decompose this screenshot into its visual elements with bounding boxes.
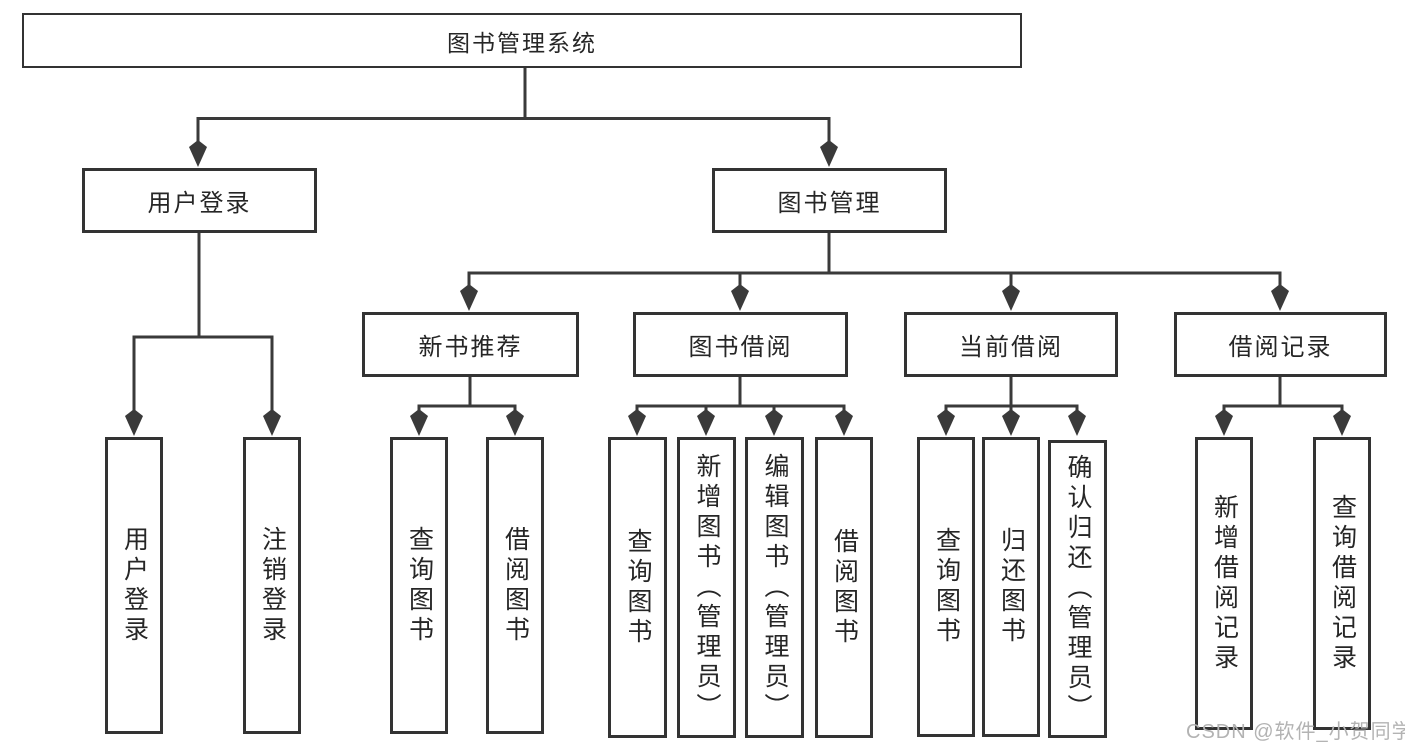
leaf-confirm-return-admin: 确认归还（管理员） <box>1048 440 1107 738</box>
node-root: 图书管理系统 <box>22 13 1022 68</box>
leaf-label: 查询图书 <box>624 527 652 648</box>
node-new-book-recommend: 新书推荐 <box>362 312 579 377</box>
leaf-borrow-books-1: 借阅图书 <box>486 437 544 734</box>
leaf-label: 查询图书 <box>932 527 961 647</box>
leaf-borrow-books-2: 借阅图书 <box>815 437 873 738</box>
leaf-label: 查询借阅记录 <box>1328 493 1357 674</box>
node-book-borrowing: 图书借阅 <box>633 312 848 377</box>
leaf-query-books-2: 查询图书 <box>608 437 667 738</box>
node-user-login: 用户登录 <box>82 168 317 233</box>
leaf-query-books-1: 查询图书 <box>390 437 448 734</box>
leaf-label: 查询图书 <box>405 525 434 646</box>
leaf-label: 新增借阅记录 <box>1210 493 1239 674</box>
leaf-user-login: 用户登录 <box>105 437 163 734</box>
node-current-borrowing: 当前借阅 <box>904 312 1118 377</box>
leaf-query-books-3: 查询图书 <box>917 437 975 737</box>
leaf-label: 归还图书 <box>997 527 1026 647</box>
arrowhead-icons <box>125 140 1351 436</box>
csdn-watermark: CSDN @软件_小贺同学 <box>1186 721 1405 743</box>
leaf-label: 确认归还（管理员） <box>1064 454 1092 724</box>
leaf-edit-books-admin: 编辑图书（管理员） <box>745 437 804 738</box>
leaf-label: 借阅图书 <box>501 525 530 646</box>
leaf-label: 借阅图书 <box>830 527 859 648</box>
leaf-label: 新增图书（管理员） <box>693 452 721 723</box>
leaf-label: 注销登录 <box>258 525 287 646</box>
leaf-label: 用户登录 <box>120 525 149 646</box>
leaf-label: 编辑图书（管理员） <box>761 452 789 723</box>
node-borrowing-records: 借阅记录 <box>1174 312 1387 377</box>
leaf-query-borrow-record: 查询借阅记录 <box>1313 437 1371 730</box>
leaf-add-borrow-record: 新增借阅记录 <box>1195 437 1253 730</box>
leaf-return-books: 归还图书 <box>982 437 1040 737</box>
leaf-logout: 注销登录 <box>243 437 301 734</box>
node-book-management: 图书管理 <box>712 168 947 233</box>
leaf-add-books-admin: 新增图书（管理员） <box>677 437 736 738</box>
